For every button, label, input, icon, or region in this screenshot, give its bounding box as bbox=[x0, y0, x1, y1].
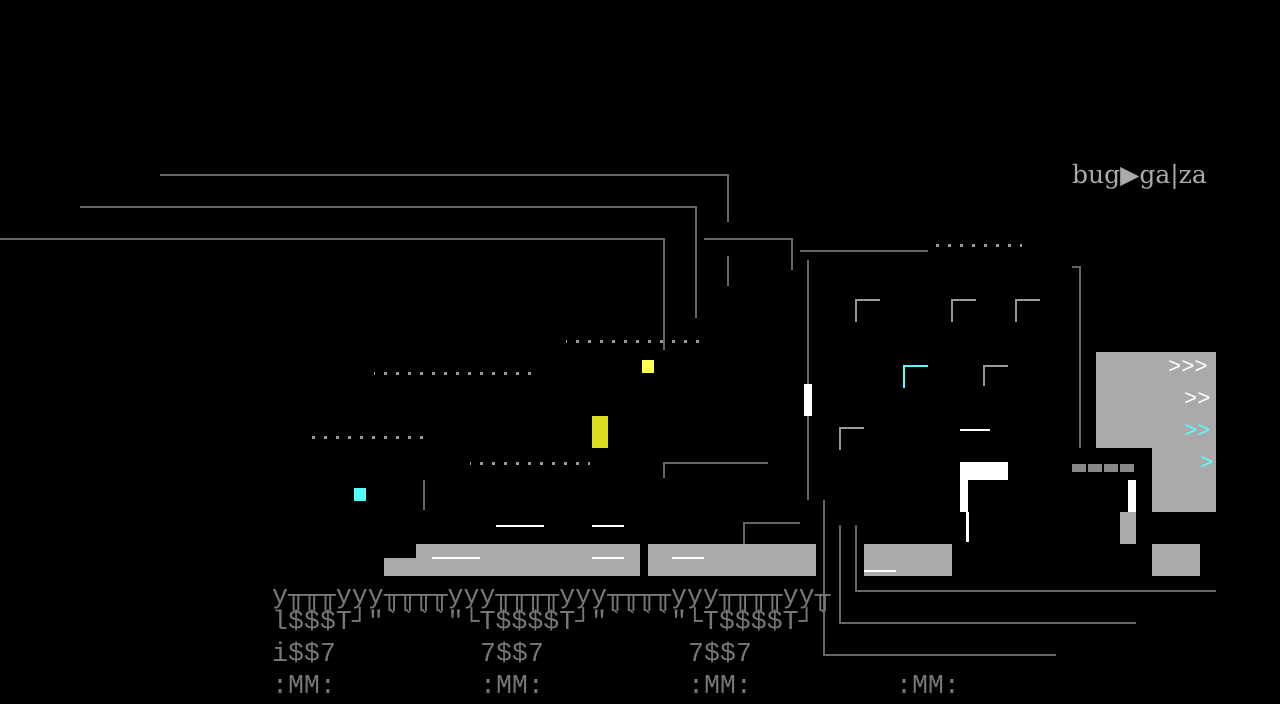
brick bbox=[1120, 464, 1134, 472]
brick bbox=[1072, 464, 1086, 472]
wire-line bbox=[663, 462, 768, 478]
pillar bbox=[1120, 512, 1136, 544]
side-wall bbox=[1152, 448, 1216, 512]
wire-line bbox=[1072, 266, 1081, 448]
wire-line bbox=[855, 525, 1216, 592]
white-block bbox=[1128, 480, 1136, 512]
conveyor-arrows: >> bbox=[1184, 419, 1211, 444]
cyan-player[interactable] bbox=[354, 488, 366, 501]
floor-block bbox=[1152, 544, 1200, 576]
ascii-row-2: l$$$T┘"````"└T$$$$T┘"````"└T$$$$T┘` bbox=[272, 607, 831, 637]
floor-block bbox=[416, 544, 640, 576]
corner-marker bbox=[903, 365, 928, 388]
dotted-walls bbox=[310, 244, 1022, 465]
wire-line bbox=[704, 238, 793, 270]
ascii-pillar-base: :MM: bbox=[688, 671, 752, 701]
corner-marker bbox=[951, 299, 976, 322]
brick bbox=[1088, 464, 1102, 472]
wire-line bbox=[839, 525, 1136, 624]
conveyor-arrows: > bbox=[1200, 451, 1214, 476]
ascii-pillar-base: :MM: bbox=[272, 671, 336, 701]
white-block bbox=[960, 462, 1008, 480]
floor-block bbox=[648, 544, 816, 576]
conveyor-arrows: >>> bbox=[1168, 355, 1208, 380]
dot-row bbox=[470, 462, 590, 465]
corner-marker bbox=[1015, 299, 1040, 322]
yellow-item[interactable] bbox=[642, 360, 654, 373]
corner-marker bbox=[839, 427, 864, 450]
floor-block bbox=[384, 558, 416, 576]
corner-marker bbox=[983, 365, 1008, 386]
wire-line bbox=[0, 238, 665, 350]
dot-row bbox=[566, 340, 706, 343]
wire-lines bbox=[0, 174, 1216, 656]
dot-row bbox=[374, 372, 540, 375]
ascii-pillar-top: 7$$7 bbox=[480, 639, 544, 669]
ascii-pillar-top: 7$$7 bbox=[688, 639, 752, 669]
dot-row bbox=[310, 436, 430, 439]
brick bbox=[1104, 464, 1118, 472]
white-block bbox=[960, 462, 968, 512]
conveyor-arrows: >> bbox=[1184, 387, 1211, 412]
wire-line bbox=[160, 174, 729, 222]
side-wall bbox=[1096, 352, 1216, 448]
ascii-pillar-base: :MM: bbox=[480, 671, 544, 701]
game-logo: bug▶ga|za bbox=[1072, 160, 1207, 189]
wire-line bbox=[823, 500, 1056, 656]
ascii-row-1: y╥╥╥yyy╥╥╥╥yyy╥╥╥╥yyy╥╥╥╥yyy╥╥╥╥yy╥ bbox=[272, 581, 831, 611]
floor-dashes bbox=[432, 429, 990, 572]
white-block bbox=[804, 384, 812, 416]
floor-blocks bbox=[384, 352, 1216, 576]
ascii-pillar-top: i$$7 bbox=[272, 639, 336, 669]
brick-row bbox=[1072, 464, 1134, 472]
wire-line bbox=[743, 522, 800, 544]
wire-line bbox=[80, 206, 697, 318]
dot-row bbox=[932, 244, 1022, 247]
white-structure bbox=[804, 384, 1136, 542]
yellow-grid-item[interactable] bbox=[592, 416, 608, 448]
corner-markers bbox=[839, 299, 1040, 450]
corner-marker bbox=[855, 299, 880, 322]
ascii-pillar-base: :MM: bbox=[896, 671, 960, 701]
white-block bbox=[966, 512, 969, 542]
